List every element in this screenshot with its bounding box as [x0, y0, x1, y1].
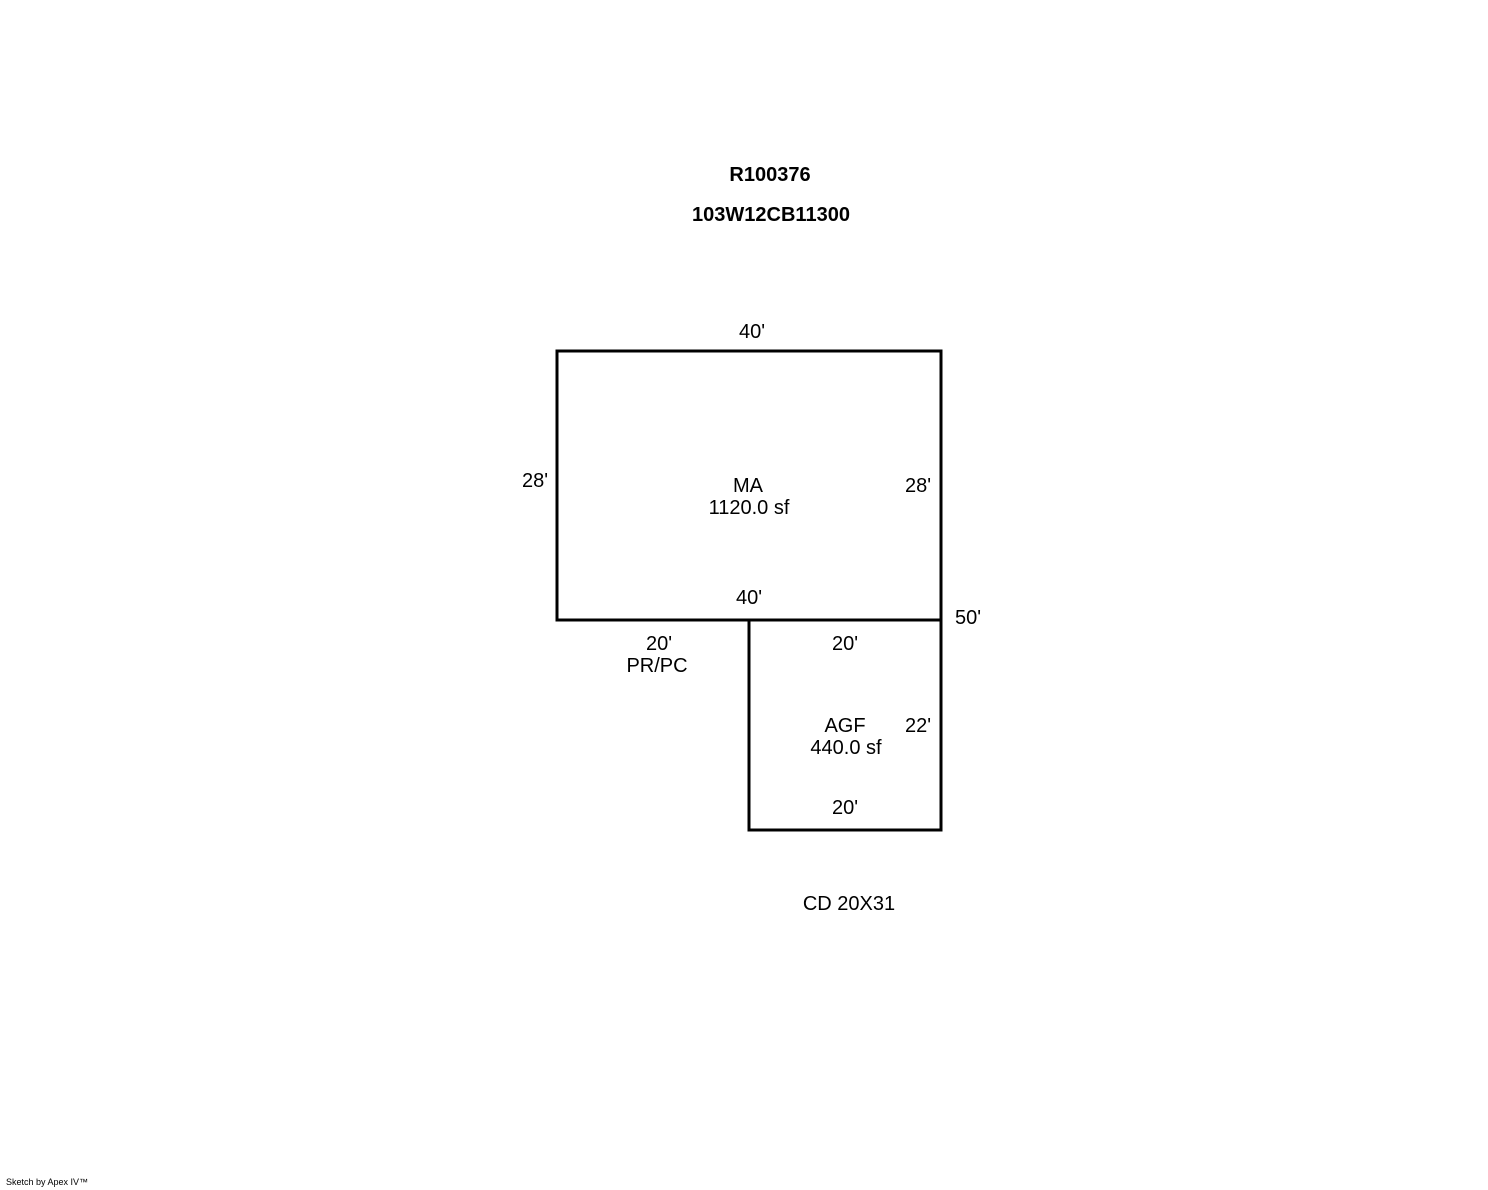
area-porch-code: PR/PC: [626, 655, 688, 677]
parcel-number: 103W12CB11300: [692, 204, 850, 226]
dim-ma-right: 28': [904, 475, 932, 497]
area-ma-code: MA: [733, 475, 763, 497]
dim-ma-top: 40': [738, 321, 766, 343]
area-agf-sqft: 440.0 sf: [810, 737, 882, 759]
garage-outline: [747, 620, 943, 832]
area-ma-sqft: 1120.0 sf: [708, 497, 790, 519]
software-credit: Sketch by Apex IV™: [6, 1177, 89, 1187]
account-number: R100376: [729, 164, 811, 186]
area-agf-code: AGF: [824, 715, 866, 737]
deck-note: CD 20X31: [802, 893, 896, 915]
dim-agf-bottom: 20': [831, 797, 859, 819]
dim-right-total: 50': [954, 607, 982, 629]
dim-ma-left: 28': [521, 470, 549, 492]
dim-porch-width: 20': [645, 633, 673, 655]
dim-agf-right: 22': [904, 715, 932, 737]
dim-agf-top: 20': [831, 633, 859, 655]
dim-ma-bottom: 40': [735, 587, 763, 609]
